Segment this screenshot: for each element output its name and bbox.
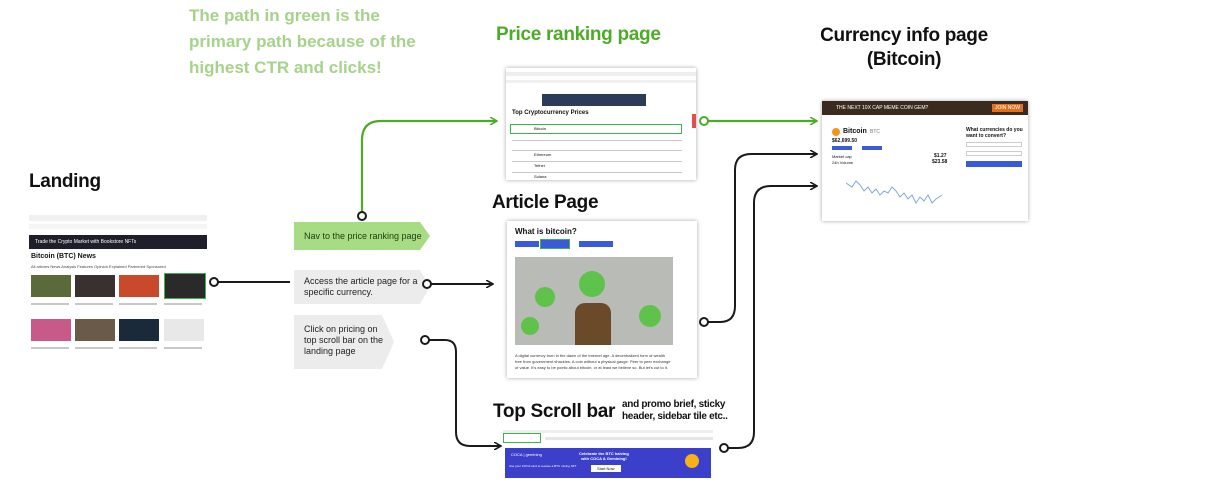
landing-to-article-step (210, 278, 290, 286)
article-to-currency (700, 154, 816, 326)
path-to-top-scroll (421, 336, 500, 446)
green-path-to-price (358, 121, 496, 220)
green-path-to-currency (700, 117, 816, 125)
path-to-article (423, 280, 492, 288)
